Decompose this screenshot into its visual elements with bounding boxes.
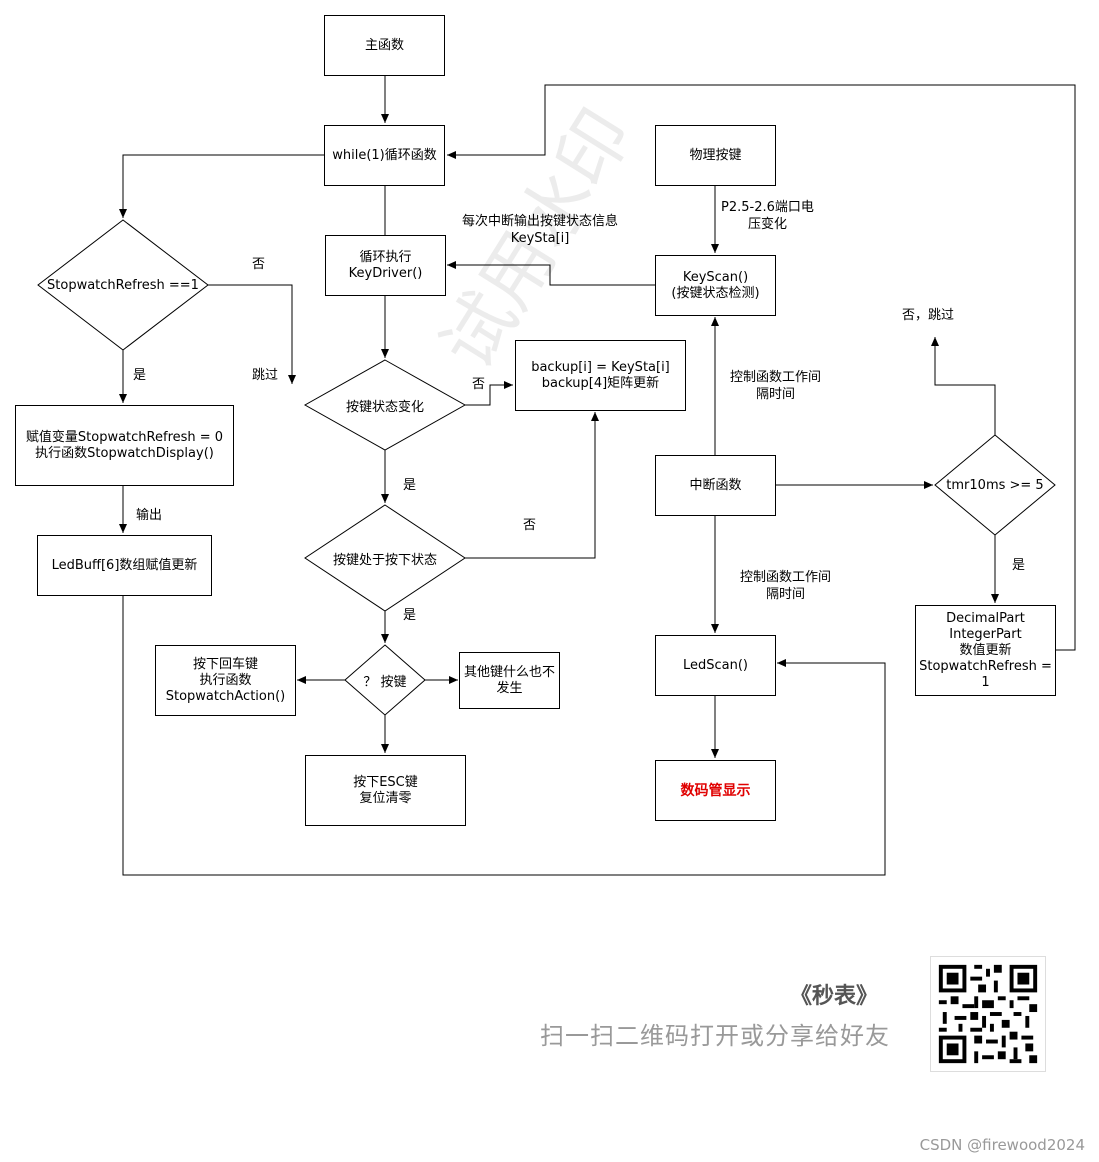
decision-stopwatch-refresh: StopwatchRefresh ==1 (47, 277, 199, 293)
label-pressed-no: 否 (523, 518, 537, 533)
share-title: 《秒表》 (790, 984, 879, 1009)
decision-which-key: ？ 按键 (363, 674, 407, 690)
qr-code-image (930, 956, 1046, 1072)
label-interval-ledscan: 控制函数工作间 隔时间 (740, 570, 832, 602)
arrow-state-change-no (465, 381, 513, 406)
enter-key-box: 按下回车键 执行函数 StopwatchAction() (155, 645, 296, 716)
label-refresh-skip: 跳过 (252, 368, 279, 383)
arrow-loop-to-refresh-decision (119, 154, 325, 218)
label-interrupt-message: 每次中断输出按键状态信息 KeySta[i] (462, 214, 619, 246)
label-refresh-no: 否 (252, 257, 266, 272)
label-interval-keyscan: 控制函数工作间 隔时间 (730, 370, 822, 402)
esc-key-box: 按下ESC键 复位清零 (305, 755, 466, 826)
other-key-box: 其他键什么也不 发生 (459, 652, 560, 709)
assign-refresh-box: 赋值变量StopwatchRefresh = 0 执行函数StopwatchDi… (15, 405, 234, 486)
backup-box: backup[i] = KeySta[i] backup[4]矩阵更新 (515, 340, 686, 411)
label-pressed-yes: 是 (403, 608, 417, 623)
decision-key-pressed: 按键处于按下状态 (332, 552, 437, 568)
keydriver-box: 循环执行 KeyDriver() (325, 235, 446, 296)
decision-key-state-change: 按键状态变化 (345, 399, 424, 415)
physical-key-box: 物理按键 (655, 125, 776, 186)
label-output: 输出 (136, 508, 163, 523)
arrow-refresh-no-skip (208, 284, 296, 384)
label-port-voltage: P2.5-2.6端口电 压变化 (721, 200, 814, 232)
decision-tmr10ms: tmr10ms >= 5 (946, 477, 1044, 493)
label-tmr-no-skip: 否，跳过 (902, 308, 955, 323)
main-function-box: 主函数 (324, 15, 445, 76)
while-loop-box: while(1)循环函数 (324, 125, 445, 186)
csdn-attribution: CSDN @firewood2024 (919, 1136, 1085, 1154)
label-state-change-yes: 是 (403, 478, 417, 493)
keyscan-box: KeyScan() (按键状态检测) (655, 255, 776, 316)
arrow-keyscan-to-keydriver (447, 261, 655, 286)
qr-code-icon (931, 957, 1045, 1071)
decimal-update-box: DecimalPart IntegerPart 数值更新 StopwatchRe… (915, 605, 1056, 696)
arrow-tmr-no-skip (931, 337, 996, 435)
digit-display-box: 数码管显示 (655, 760, 776, 821)
line-ledbuff-to-ledscan (122, 595, 886, 876)
arrow-update-to-loop (447, 84, 1076, 651)
ledscan-box: LedScan() (655, 635, 776, 696)
ledbuff-box: LedBuff[6]数组赋值更新 (37, 535, 212, 596)
arrow-pressed-no (465, 412, 599, 559)
label-refresh-yes: 是 (133, 368, 147, 383)
share-subtitle: 扫一扫二维码打开或分享给好友 (540, 1022, 890, 1050)
label-state-change-no: 否 (472, 377, 486, 392)
interrupt-box: 中断函数 (655, 455, 776, 516)
label-tmr-yes: 是 (1012, 558, 1026, 573)
